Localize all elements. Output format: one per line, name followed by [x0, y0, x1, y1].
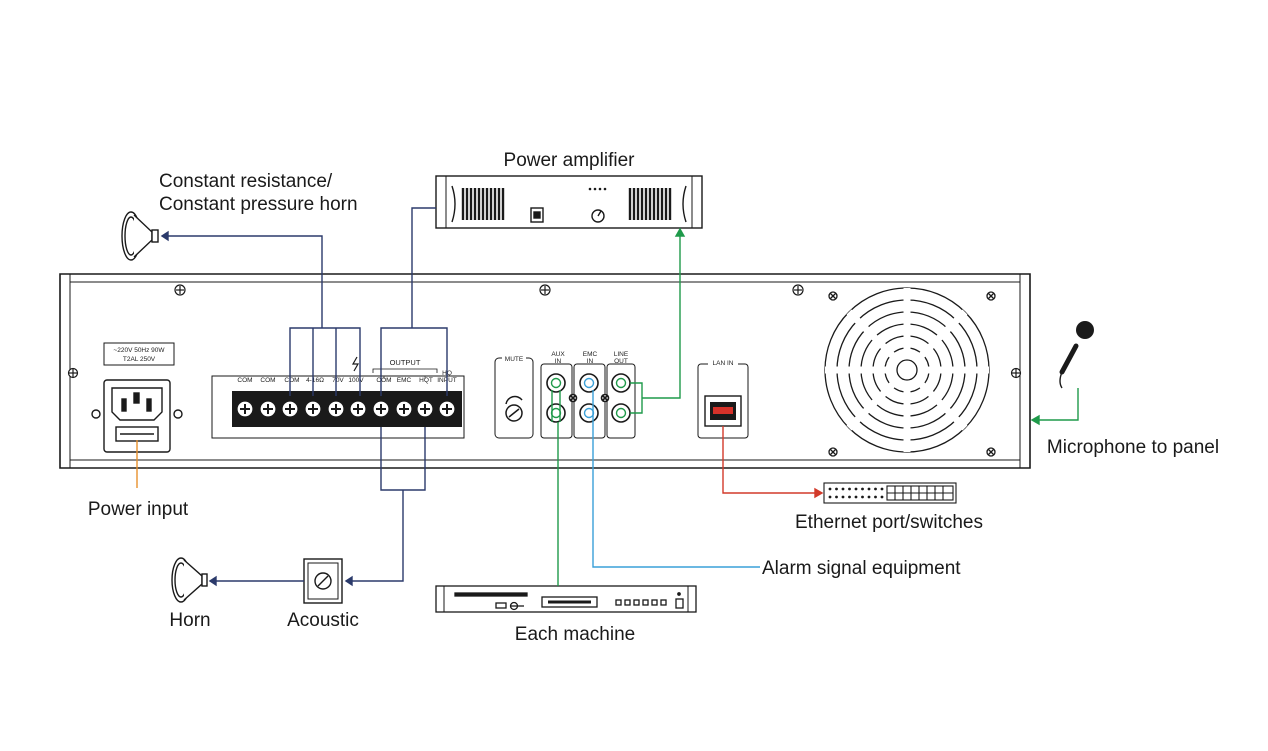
- microphone-icon: [1059, 321, 1094, 389]
- screw-icon: [828, 447, 838, 457]
- screw-icon: [986, 291, 996, 301]
- rca-jack-icon: [546, 403, 566, 423]
- power-rating-box: ~220V 50Hz 90W T2AL 250V: [103, 342, 175, 366]
- line-label: OUT: [614, 358, 628, 365]
- screw-icon: [828, 291, 838, 301]
- mute-section: MUTE: [494, 355, 534, 439]
- horn-bottom-icon: [171, 557, 208, 603]
- horn-top-icon: [121, 211, 159, 261]
- rca-jack-icon: [611, 403, 631, 423]
- terminal-label: HQT: [419, 377, 433, 384]
- terminal-label: 70V: [332, 377, 344, 384]
- label-power-input: Power input: [88, 499, 189, 520]
- rca-jack-icon: [546, 373, 566, 393]
- label-each-machine: Each machine: [515, 624, 635, 645]
- output-label: OUTPUT: [390, 358, 421, 367]
- terminal-label: COM: [260, 377, 275, 384]
- terminal-screws: [236, 400, 456, 418]
- aux-label: IN: [555, 358, 562, 365]
- acoustic-control-icon: [303, 558, 343, 604]
- label-horn-top-line2: Constant pressure horn: [159, 194, 358, 215]
- mute-label: MUTE: [505, 356, 524, 363]
- mute-knob-icon: [505, 395, 523, 422]
- label-horn-top-line1: Constant resistance/: [159, 171, 333, 192]
- aux-label: AUX: [551, 351, 565, 358]
- ethernet-switch-icon: [823, 482, 957, 504]
- emc-label: IN: [587, 358, 594, 365]
- lightning-icon: [351, 356, 360, 372]
- terminal-label: COM: [284, 377, 299, 384]
- line-label: LINE: [614, 351, 629, 358]
- emc-label: EMC: [583, 351, 598, 358]
- screw-icon: [539, 284, 551, 296]
- label-microphone: Microphone to panel: [1047, 437, 1219, 458]
- lan-label: LAN IN: [713, 360, 734, 367]
- terminal-label: 4-16Ω: [306, 377, 324, 384]
- rca-jacks: [546, 373, 631, 423]
- screw-icon: [174, 284, 186, 296]
- power-amplifier-icon: [435, 175, 703, 229]
- label-horn: Horn: [169, 610, 210, 631]
- screw-icon: [67, 367, 79, 379]
- terminal-label: COM: [237, 377, 252, 384]
- wires: [136, 207, 1079, 587]
- each-machine-icon: [435, 585, 697, 613]
- screw-icon: [792, 284, 804, 296]
- label-power-amplifier: Power amplifier: [504, 150, 636, 171]
- power-rating-line1: ~220V 50Hz 90W: [113, 347, 165, 354]
- rca-jack-icon: [579, 403, 599, 423]
- screw-icon: [568, 393, 578, 403]
- terminal-label: 100V: [348, 377, 364, 384]
- rca-jack-icon: [611, 373, 631, 393]
- terminal-label: EMC: [397, 377, 412, 384]
- label-ethernet: Ethernet port/switches: [795, 512, 983, 533]
- rca-jack-icon: [579, 373, 599, 393]
- screw-icon: [1010, 367, 1022, 379]
- ethernet-port-icon: [704, 395, 742, 427]
- fan-grille-icon: [824, 287, 996, 457]
- screw-icon: [600, 393, 610, 403]
- screw-icon: [986, 447, 996, 457]
- terminal-label: COM: [376, 377, 391, 384]
- label-acoustic: Acoustic: [287, 610, 359, 631]
- panel-screws: [67, 284, 1022, 379]
- power-rating-line2: T2AL 250V: [123, 356, 156, 363]
- terminal-section: COM COM COM 4-16Ω 70V 100V COM EMC HQT H…: [211, 356, 465, 439]
- label-alarm-signal: Alarm signal equipment: [762, 558, 961, 579]
- rear-panel: [59, 273, 1031, 469]
